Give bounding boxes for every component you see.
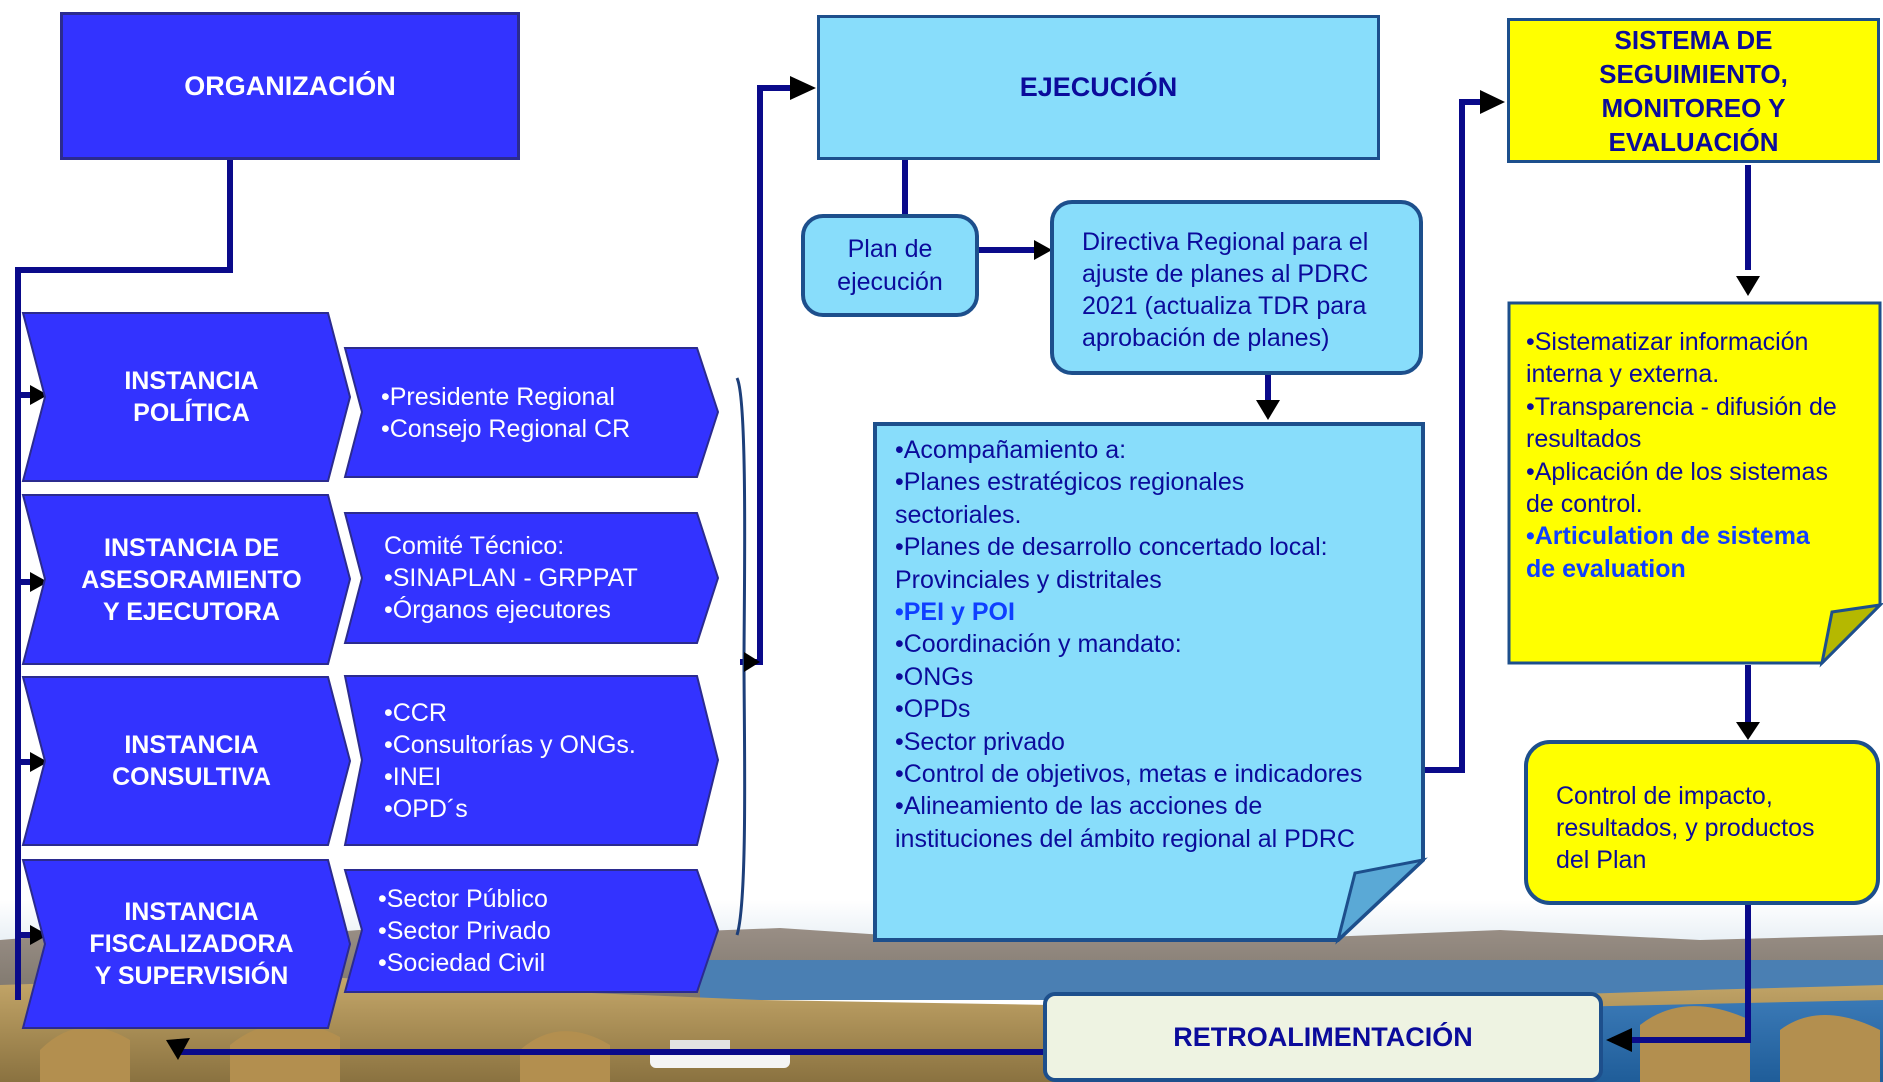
acompanamiento-line: •Alineamiento de las acciones de: [895, 792, 1263, 821]
instancia-label-line: Y EJECUTORA: [103, 597, 280, 626]
instancia-label-line: CONSULTIVA: [112, 763, 271, 791]
list-item: •OPD´s: [384, 794, 468, 823]
organizacion-title: ORGANIZACIÓN: [184, 70, 396, 101]
instancia-label-line: INSTANCIA: [124, 731, 259, 759]
acompanamiento-line: •Acompañamiento a:: [895, 436, 1127, 464]
instancia-label-line: Y SUPERVISIÓN: [94, 962, 289, 990]
acompanamiento-line: sectoriales.: [895, 500, 1022, 529]
list-item: •Órganos ejecutores: [384, 596, 611, 624]
sistema-title-line: EVALUACIÓN: [1608, 126, 1779, 157]
sistema-seguimiento-box: SISTEMA DE SEGUIMIENTO, MONITOREO Y EVAL…: [1507, 18, 1880, 163]
directiva-line: aprobación de planes): [1082, 324, 1330, 352]
sistema-item-line: •Sistematizar información: [1526, 328, 1809, 356]
impacto-line: resultados, y productos: [1556, 814, 1815, 842]
ejecucion-title: EJECUCIÓN: [1019, 72, 1178, 102]
list-item: Comité Técnico:: [384, 532, 565, 560]
instancia-label-line: INSTANCIA DE: [104, 533, 279, 562]
ejecucion-box: EJECUCIÓN: [817, 15, 1380, 160]
sistema-item-line: resultados: [1526, 425, 1642, 454]
sistema-items: •Sistematizar información interna y exte…: [1526, 326, 1878, 585]
sistema-item-line-highlight: •Articulation de sistema: [1526, 522, 1810, 551]
instancia-label-line: POLÍTICA: [133, 399, 250, 427]
list-item: •SINAPLAN - GRPPAT: [384, 564, 638, 592]
instancia-asesoramiento-list: Comité Técnico: •SINAPLAN - GRPPAT •Órga…: [378, 513, 708, 643]
instancia-asesoramiento-label: INSTANCIA DE ASESORAMIENTO Y EJECUTORA: [45, 495, 328, 664]
sistema-item-line: •Aplicación de los sistemas: [1526, 457, 1828, 486]
acompanamiento-line: •Control de objetivos, metas e indicador…: [895, 760, 1363, 789]
acompanamiento-line: •ONGs: [895, 662, 974, 691]
retroalimentacion-title: RETROALIMENTACIÓN: [1173, 1021, 1473, 1052]
instancia-label-line: FISCALIZADORA: [89, 930, 294, 958]
instancia-label-line: INSTANCIA: [124, 367, 259, 395]
list-item: •Sociedad Civil: [378, 949, 546, 977]
directiva-line: Directiva Regional para el: [1082, 228, 1369, 256]
acompanamiento-line: •Sector privado: [895, 727, 1065, 756]
directiva-line: 2021 (actualiza TDR para: [1082, 292, 1367, 320]
control-impacto-box: Control de impacto, resultados, y produc…: [1524, 740, 1880, 905]
acompanamiento-text: •Acompañamiento a: •Planes estratégicos …: [895, 434, 1415, 855]
sistema-title-line: SEGUIMIENTO,: [1599, 58, 1788, 89]
instancia-consultiva-label: INSTANCIA CONSULTIVA: [45, 677, 328, 845]
list-item: •Presidente Regional: [381, 382, 615, 411]
plan-line: Plan de: [847, 234, 933, 263]
sistema-item-line: •Transparencia - difusión de: [1526, 392, 1837, 421]
acompanamiento-line: •Planes estratégicos regionales: [895, 468, 1245, 497]
acompanamiento-line-highlight: •PEI y POI: [895, 598, 1015, 627]
list-item: •Consejo Regional CR: [381, 414, 631, 443]
plan-line: ejecución: [837, 267, 943, 296]
instancia-politica-label: INSTANCIA POLÍTICA: [45, 313, 328, 481]
impacto-line: del Plan: [1556, 846, 1647, 874]
instancia-fiscalizadora-list: •Sector Público •Sector Privado •Socieda…: [372, 870, 702, 992]
plan-ejecucion-box: Plan de ejecución: [801, 214, 979, 317]
organizacion-box: ORGANIZACIÓN: [60, 12, 520, 160]
sistema-item-line-highlight: de evaluation: [1526, 554, 1686, 583]
acompanamiento-line: instituciones del ámbito regional al PDR…: [895, 824, 1355, 853]
instancia-politica-list: •Presidente Regional •Consejo Regional C…: [375, 348, 705, 477]
acompanamiento-line: •OPDs: [895, 695, 971, 724]
list-item: •Consultorías y ONGs.: [384, 730, 636, 759]
sistema-title-line: SISTEMA DE: [1614, 24, 1773, 55]
list-item: •CCR: [384, 698, 447, 727]
list-item: •Sector Público: [378, 885, 548, 913]
instancia-consultiva-list: •CCR •Consultorías y ONGs. •INEI •OPD´s: [378, 676, 708, 845]
instancia-fiscalizadora-label: INSTANCIA FISCALIZADORA Y SUPERVISIÓN: [45, 860, 328, 1028]
list-item: •INEI: [384, 762, 442, 791]
sistema-title-line: MONITOREO Y: [1601, 92, 1786, 123]
directiva-line: ajuste de planes al PDRC: [1082, 260, 1369, 288]
sistema-item-line: interna y externa.: [1526, 360, 1720, 389]
list-item: •Sector Privado: [378, 917, 551, 945]
instancia-label-line: ASESORAMIENTO: [81, 565, 302, 594]
instancia-label-line: INSTANCIA: [124, 898, 259, 926]
retroalimentacion-box: RETROALIMENTACIÓN: [1043, 992, 1603, 1082]
impacto-line: Control de impacto,: [1556, 782, 1773, 810]
acompanamiento-line: Provinciales y distritales: [895, 565, 1162, 594]
acompanamiento-line: •Planes de desarrollo concertado local:: [895, 533, 1328, 562]
sistema-item-line: de control.: [1526, 490, 1643, 519]
directiva-regional-box: Directiva Regional para el ajuste de pla…: [1050, 200, 1423, 375]
acompanamiento-line: •Coordinación y mandato:: [895, 630, 1182, 659]
